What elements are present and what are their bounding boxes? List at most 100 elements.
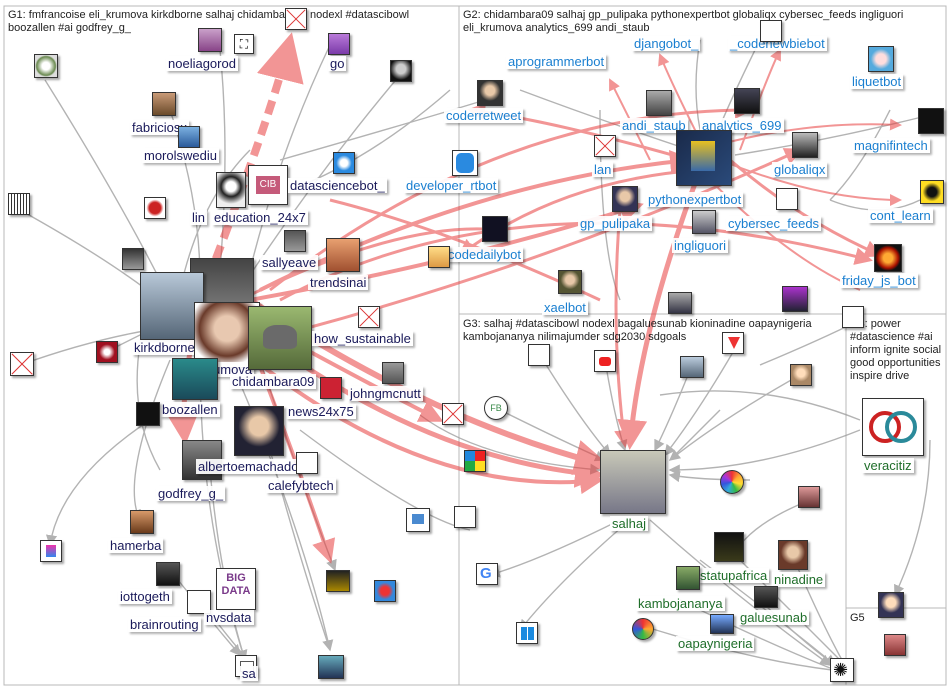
node-avatar-morolswediu[interactable] — [178, 126, 200, 148]
node-avatar-albertoemachado[interactable] — [234, 406, 284, 456]
node-avatar-bw[interactable] — [390, 60, 412, 82]
node-avatar-pythonexpertbot[interactable] — [676, 130, 732, 186]
node-avatar-cont-learn[interactable] — [920, 180, 944, 204]
node-avatar-colorful[interactable] — [40, 540, 62, 562]
node-avatar-cib[interactable]: CIB — [248, 165, 288, 205]
label-liquetbot[interactable]: liquetbot — [850, 74, 904, 89]
label-lin[interactable]: lin — [190, 210, 208, 225]
node-avatar-leaf[interactable] — [34, 54, 58, 78]
node-avatar-friday-js-bot[interactable] — [874, 244, 902, 272]
node-avatar-yellow[interactable] — [428, 246, 450, 268]
node-avatar-go[interactable] — [328, 33, 350, 55]
node-avatar-sallyeave[interactable] — [284, 230, 306, 252]
node-avatar-g3-small[interactable] — [798, 486, 820, 508]
label-aprogrammerbot[interactable]: aprogrammerbot — [506, 54, 607, 69]
node-avatar-coderretweet[interactable] — [477, 80, 503, 106]
label-globaliqx[interactable]: globaliqx — [772, 162, 828, 177]
label-go[interactable]: go — [328, 56, 347, 71]
node-avatar-black-logo[interactable] — [136, 402, 160, 426]
label-ingliguori[interactable]: ingliguori — [672, 238, 729, 253]
node-avatar-analytics-699[interactable] — [734, 88, 760, 114]
label-kirkdborne[interactable]: kirkdborne — [132, 340, 197, 355]
node-avatar-news24x75[interactable] — [320, 377, 342, 399]
node-avatar-magnifintech[interactable] — [918, 108, 944, 134]
node-avatar-galuesunab[interactable] — [754, 586, 778, 608]
node-avatar-chart-logo[interactable] — [406, 508, 430, 532]
label-education[interactable]: education_24x7 — [212, 210, 308, 225]
node-avatar-developer-rtbot[interactable] — [452, 150, 478, 176]
node-avatar-gear[interactable]: ✺ — [830, 658, 854, 682]
label-cont-learn[interactable]: cont_learn — [868, 208, 933, 223]
node-avatar-g3-woman[interactable] — [790, 364, 812, 386]
youtube-logo-icon[interactable] — [594, 350, 616, 372]
label-brainrouting[interactable]: brainrouting — [128, 617, 201, 632]
broken-image-icon[interactable] — [442, 403, 464, 425]
label-statupafrica[interactable]: statupafrica — [698, 568, 770, 583]
label-news24x75[interactable]: news24x75 — [286, 404, 356, 419]
node-avatar-g3-person[interactable] — [680, 356, 704, 378]
label-datasciencebot[interactable]: datasciencebot_ — [288, 178, 387, 193]
node-avatar-nvsdata[interactable]: BIG DATA — [216, 568, 256, 610]
node-avatar-boozallen[interactable] — [172, 358, 218, 400]
label-kambojananya[interactable]: kambojananya — [636, 596, 725, 611]
node-avatar-green-outline[interactable] — [842, 306, 864, 328]
node-avatar-cybersec[interactable] — [776, 188, 798, 210]
node-avatar-g2-person[interactable] — [668, 292, 692, 314]
node-avatar-codenewbie[interactable] — [760, 20, 782, 42]
label-codedailybot[interactable]: codedailybot — [446, 247, 523, 262]
label-calefybtech[interactable]: calefybtech — [266, 478, 336, 493]
label-fabriciosx[interactable]: fabriciosx — [130, 120, 189, 135]
node-avatar-ingliguori[interactable] — [692, 210, 716, 234]
node-avatar-sdg-wheel[interactable] — [720, 470, 744, 494]
label-developer-rtbot[interactable]: developer_rtbot — [404, 178, 499, 193]
label-godfrey[interactable]: godfrey_g_ — [156, 486, 226, 501]
label-boozallen[interactable]: boozallen — [160, 402, 220, 417]
node-avatar-frame-icon[interactable]: ⛶ — [234, 34, 254, 54]
node-avatar-figure[interactable] — [454, 506, 476, 528]
node-avatar-dark[interactable] — [122, 248, 144, 270]
node-avatar-oapaynigeria[interactable] — [710, 614, 734, 634]
node-avatar-statupafrica[interactable] — [714, 532, 744, 562]
node-avatar-anime[interactable] — [782, 286, 808, 312]
windows-logo-icon[interactable] — [516, 622, 538, 644]
label-galuesunab[interactable]: galuesunab — [738, 610, 810, 625]
node-avatar-red-triangle[interactable] — [722, 332, 744, 354]
label-coderretweet[interactable]: coderretweet — [444, 108, 524, 123]
label-sa[interactable]: sa — [240, 666, 258, 681]
label-magnifintech[interactable]: magnifintech — [852, 138, 930, 153]
broken-image-icon[interactable] — [285, 8, 307, 30]
google-logo-icon[interactable]: G — [476, 563, 498, 585]
label-noeliagorod[interactable]: noeliagorod — [166, 56, 238, 71]
label-djangobot[interactable]: djangobot_ — [632, 36, 701, 51]
node-avatar-hamerba[interactable] — [130, 510, 154, 534]
label-morolswediu[interactable]: morolswediu — [142, 148, 219, 163]
label-friday-js-bot[interactable]: friday_js_bot — [840, 273, 918, 288]
node-avatar-yahoo[interactable] — [528, 344, 550, 366]
label-pythonexpertbot[interactable]: pythonexpertbot — [646, 192, 744, 207]
node-avatar-calefybtech[interactable] — [296, 452, 318, 474]
node-avatar-pattern[interactable] — [8, 193, 30, 215]
label-veracitiz[interactable]: veracitiz — [862, 458, 914, 473]
node-avatar-maroon[interactable] — [96, 341, 118, 363]
label-trendsinai[interactable]: trendsinai — [308, 275, 369, 290]
label-codenewbie[interactable]: _codenewbiebot — [728, 36, 827, 51]
node-avatar-gp-pulipaka[interactable] — [612, 186, 638, 212]
label-sallyeave[interactable]: sallyeave — [260, 255, 319, 270]
node-avatar-noeliagorod[interactable] — [198, 28, 222, 52]
broken-image-icon[interactable] — [358, 306, 380, 328]
label-cybersec-feeds[interactable]: cybersec_feeds — [726, 216, 822, 231]
node-avatar-red[interactable] — [144, 197, 166, 219]
node-avatar-xaelbot[interactable] — [558, 270, 582, 294]
label-analytics-699[interactable]: analytics_699 — [700, 118, 784, 133]
node-avatar-codedailybot[interactable] — [482, 216, 508, 242]
node-avatar-g5-person[interactable] — [878, 592, 904, 618]
label-how-sustainable[interactable]: how_sustainable — [312, 331, 413, 346]
label-nvsdata[interactable]: nvsdata — [204, 610, 254, 625]
node-avatar-chidambara09[interactable] — [248, 306, 312, 370]
node-avatar-globaliqx[interactable] — [792, 132, 818, 158]
node-avatar-salhaj[interactable] — [600, 450, 666, 514]
node-avatar-johngmcnutt[interactable] — [382, 362, 404, 384]
node-avatar-datasciencebot[interactable] — [333, 152, 355, 174]
label-andi-staub[interactable]: andi_staub — [620, 118, 688, 133]
label-oapaynigeria[interactable]: oapaynigeria — [676, 636, 755, 651]
